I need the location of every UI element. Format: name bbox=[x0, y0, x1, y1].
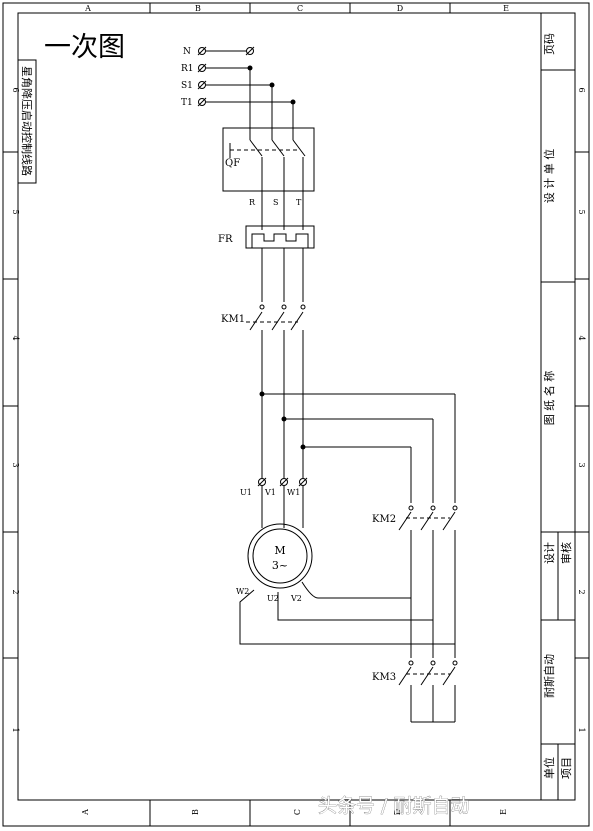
design-unit-label: 设 计 单 位 bbox=[542, 149, 556, 204]
row-number-4-left: 4 bbox=[11, 335, 20, 340]
col-letter-e-top: E bbox=[503, 4, 509, 13]
phase-label-r: R bbox=[249, 198, 256, 207]
motor-label-w1: W1 bbox=[287, 488, 300, 497]
drawing-name-box bbox=[17, 59, 37, 184]
drawing-name-label: 图 纸 名 称 bbox=[542, 371, 556, 426]
col-letter-a-top: A bbox=[84, 4, 91, 13]
title-block bbox=[540, 13, 575, 800]
col-letter-c-bottom: C bbox=[293, 809, 302, 815]
motor-label-w2: W2 bbox=[236, 587, 249, 596]
designer-label: 设计 bbox=[543, 542, 556, 564]
checker-label: 审核 bbox=[559, 542, 573, 564]
company-label: 耐斯自动 bbox=[543, 654, 556, 698]
column-letters-top: A B C D E bbox=[84, 4, 509, 13]
row-number-4-right: 4 bbox=[577, 335, 586, 340]
row-number-6-left: 6 bbox=[11, 87, 20, 92]
junction-dots bbox=[247, 65, 306, 450]
row-number-1-left: 1 bbox=[11, 727, 20, 732]
row-number-6-right: 6 bbox=[577, 87, 586, 92]
row-number-3-right: 3 bbox=[577, 462, 586, 467]
col-letter-d-bottom: D bbox=[393, 809, 402, 815]
terminal-label-r1: R1 bbox=[181, 64, 194, 74]
row-number-2-right: 2 bbox=[577, 589, 586, 594]
row-number-2-left: 2 bbox=[11, 589, 20, 594]
motor-label-u2: U2 bbox=[267, 594, 279, 603]
motor-phase-label: 3~ bbox=[272, 559, 288, 572]
breaker-label: QF bbox=[225, 158, 240, 169]
col-letter-b-top: B bbox=[195, 4, 201, 13]
terminals bbox=[198, 47, 307, 486]
phase-label-s: S bbox=[273, 198, 278, 207]
page-number-label: 页码 bbox=[543, 33, 556, 55]
circuit-wiring bbox=[206, 50, 456, 723]
col-letter-d-top: D bbox=[397, 4, 403, 13]
motor-label-u1: U1 bbox=[240, 488, 252, 497]
terminal-slashes bbox=[197, 46, 308, 487]
contact-points bbox=[259, 304, 458, 666]
row-number-3-left: 3 bbox=[11, 462, 20, 467]
overload-relay-label: FR bbox=[218, 234, 233, 245]
col-letter-e-bottom: E bbox=[499, 809, 508, 815]
phase-label-t: T bbox=[296, 198, 302, 207]
title-block-labels: 页码 设 计 单 位 图 纸 名 称 设计 审核 耐斯自动 单位 项目 bbox=[542, 33, 573, 779]
col-letter-a-bottom: A bbox=[81, 809, 90, 816]
row-number-5-left: 5 bbox=[11, 209, 20, 214]
col-letter-b-bottom: B bbox=[191, 809, 200, 815]
drawing-name-vertical: 星角降压启动控制线路 bbox=[20, 66, 34, 176]
component-labels: N R1 S1 T1 QF R S T FR KM1 KM2 KM3 U1 V1… bbox=[181, 47, 396, 683]
terminal-label-s1: S1 bbox=[181, 81, 193, 91]
motor-symbol-label: M bbox=[274, 544, 285, 557]
motor-symbol bbox=[247, 523, 313, 589]
row-numbers-left: 6 5 4 3 2 1 bbox=[11, 87, 20, 732]
star-contactor-label: KM3 bbox=[372, 672, 396, 683]
col-letter-c-top: C bbox=[297, 4, 303, 13]
project-label: 项目 bbox=[560, 757, 573, 779]
terminal-label-n: N bbox=[183, 47, 191, 57]
page-title: 一次图 bbox=[44, 32, 125, 63]
row-numbers-right: 6 5 4 3 2 1 bbox=[577, 87, 586, 732]
main-contactor-label: KM1 bbox=[221, 314, 245, 325]
terminal-label-t1: T1 bbox=[181, 98, 193, 108]
column-letters-bottom: A B C D E bbox=[81, 809, 508, 816]
row-number-1-right: 1 bbox=[577, 727, 586, 732]
row-number-5-right: 5 bbox=[577, 209, 586, 214]
watermark: 头条号 / 耐斯自动 bbox=[318, 795, 469, 817]
motor-label-v1: V1 bbox=[264, 488, 276, 497]
unit-label: 单位 bbox=[542, 757, 556, 779]
motor-label-v2: V2 bbox=[290, 594, 302, 603]
delta-contactor-label: KM2 bbox=[372, 514, 396, 525]
